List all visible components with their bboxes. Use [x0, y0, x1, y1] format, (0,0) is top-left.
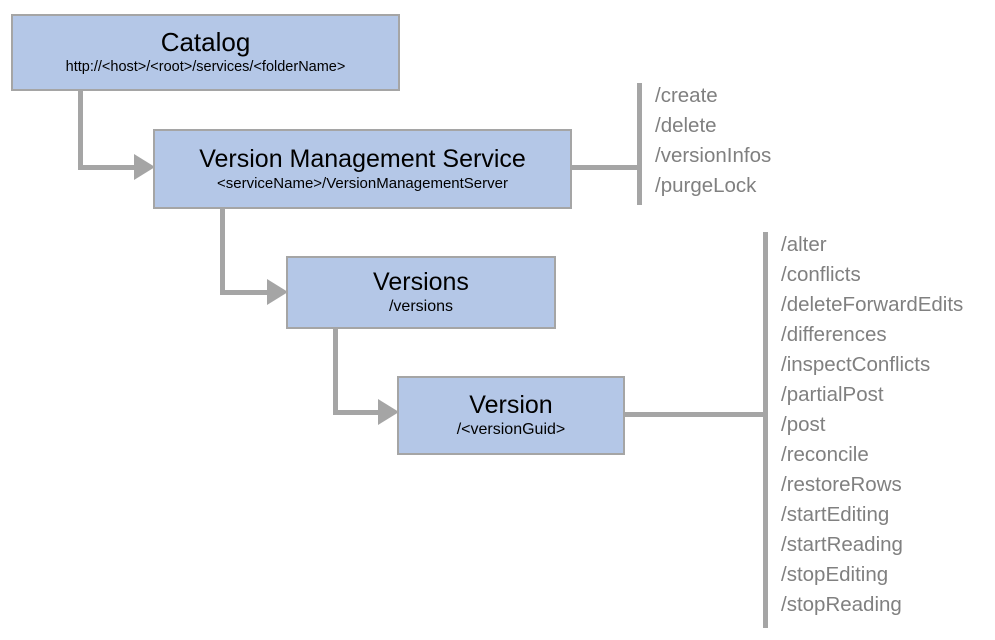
connector-service-to-operations — [570, 165, 640, 170]
connector-versions-to-version-vertical — [333, 326, 338, 415]
arrow-head-icon-versions-to-version — [378, 399, 399, 425]
connector-catalog-to-service-horizontal — [78, 165, 137, 170]
arrow-head-icon-catalog-to-service — [134, 154, 155, 180]
operation-item[interactable]: /purgeLock — [655, 174, 757, 197]
operation-item[interactable]: /deleteForwardEdits — [781, 293, 964, 316]
node-version-management-service[interactable]: Version Management Service <serviceName>… — [153, 129, 572, 209]
node-version-subtitle: /<versionGuid> — [456, 421, 566, 439]
connector-version-to-operations — [623, 412, 766, 417]
node-version-management-service-title: Version Management Service — [199, 145, 526, 173]
operation-group-version: /alter /conflicts /deleteForwardEdits /d… — [763, 232, 963, 628]
connector-catalog-to-service-vertical — [78, 88, 83, 170]
connector-service-to-versions-vertical — [220, 206, 225, 295]
operation-item[interactable]: /alter — [781, 233, 827, 256]
node-catalog-subtitle: http://<host>/<root>/services/<folderNam… — [65, 58, 346, 75]
connector-service-to-versions-horizontal — [220, 290, 272, 295]
node-version-management-service-subtitle: <serviceName>/VersionManagementServer — [217, 174, 508, 192]
operation-group-version-bracket — [763, 232, 768, 628]
arrow-head-icon-service-to-versions — [267, 279, 288, 305]
operation-item[interactable]: /inspectConflicts — [781, 353, 931, 376]
operation-item[interactable]: /delete — [655, 114, 717, 137]
operation-item[interactable]: /differences — [781, 323, 887, 346]
node-versions-subtitle: /versions — [388, 298, 454, 316]
operation-list-version: /alter /conflicts /deleteForwardEdits /d… — [768, 230, 963, 620]
operation-group-service: /create /delete /versionInfos /purgeLock — [637, 83, 771, 205]
operation-item[interactable]: /versionInfos — [655, 144, 772, 167]
operation-item[interactable]: /post — [781, 413, 826, 436]
operation-item[interactable]: /create — [655, 84, 718, 107]
node-version[interactable]: Version /<versionGuid> — [397, 376, 625, 455]
operation-item[interactable]: /conflicts — [781, 263, 861, 286]
node-catalog[interactable]: Catalog http://<host>/<root>/services/<f… — [11, 14, 400, 91]
operation-item[interactable]: /stopReading — [781, 593, 902, 616]
operation-item[interactable]: /stopEditing — [781, 563, 889, 586]
connector-versions-to-version-horizontal — [333, 410, 383, 415]
node-versions-title: Versions — [373, 267, 469, 296]
operation-item[interactable]: /restoreRows — [781, 473, 902, 496]
node-version-title: Version — [469, 390, 553, 419]
operation-item[interactable]: /startReading — [781, 533, 903, 556]
operation-list-service: /create /delete /versionInfos /purgeLock — [642, 81, 771, 201]
operation-item[interactable]: /partialPost — [781, 383, 884, 406]
node-catalog-title: Catalog — [160, 27, 251, 58]
node-versions[interactable]: Versions /versions — [286, 256, 556, 329]
operation-group-service-bracket — [637, 83, 642, 205]
operation-item[interactable]: /reconcile — [781, 443, 869, 466]
operation-item[interactable]: /startEditing — [781, 503, 890, 526]
